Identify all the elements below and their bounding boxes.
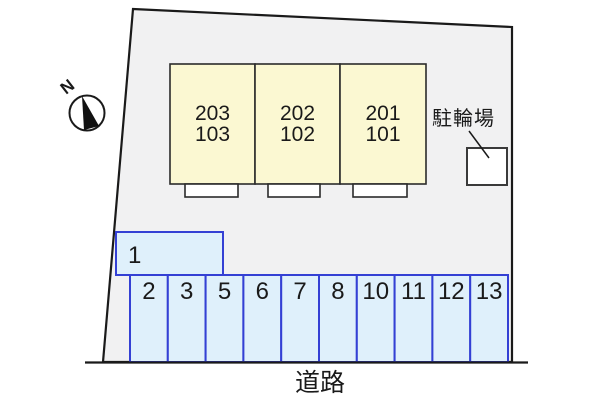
road-label: 道路 [295,369,345,397]
bicycle-parking-area [466,147,508,186]
unit-label-201: 201 [365,102,400,125]
entrance-porch [184,183,239,198]
compass: N [57,76,106,132]
compass-needle-icon [82,96,99,130]
buildings: 203 103 202 102 201 101 [169,63,427,198]
bicycle-parking: 駐輪場 [432,107,508,186]
parking-space-13-label: 13 [476,278,503,305]
parking-space-11-label: 11 [401,278,426,305]
parking-space-5-label: 5 [218,278,231,305]
parking-space-10-label: 10 [362,278,389,305]
parking-space-1 [115,231,224,276]
parking-space-3-label: 3 [180,278,193,305]
parking-space-1-label: 1 [128,242,141,269]
parking-space-8-label: 8 [331,278,344,305]
parking-space-6-label: 6 [256,278,269,305]
entrance-porch [352,183,408,198]
unit-label-102: 102 [280,123,315,146]
unit-label-202: 202 [280,102,315,125]
parking-space-7 [280,274,321,363]
parking-space-7-label: 7 [293,278,306,305]
building-202-102 [254,63,341,185]
entrance-porch [267,183,321,198]
building-201-101 [339,63,427,185]
parking-space-11 [393,274,434,363]
unit-label-203: 203 [195,102,230,125]
parking-space-13 [469,274,510,363]
unit-label-101: 101 [365,123,400,146]
parking-lot: 1 2 3 5 6 7 8 10 11 12 13 [115,231,510,363]
unit-label-103: 103 [195,123,230,146]
bicycle-parking-leader-line [468,130,490,159]
compass-north-label: N [57,76,78,99]
parking-space-12-label: 12 [438,278,465,305]
parking-space-2-label: 2 [142,278,155,305]
bicycle-parking-label: 駐輪場 [432,107,495,130]
